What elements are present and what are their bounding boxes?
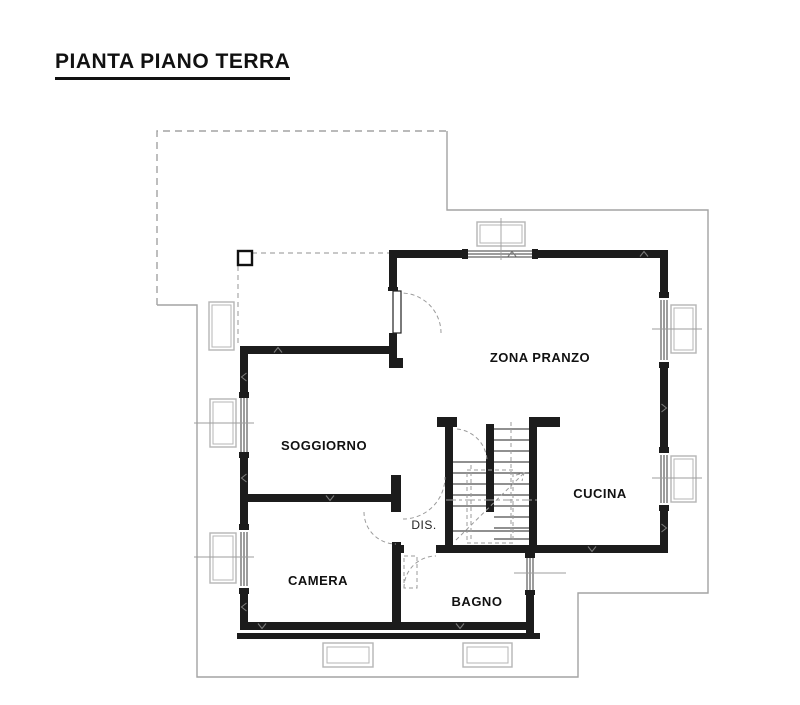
room-label-bagno: BAGNO <box>452 594 503 609</box>
room-labels: ZONA PRANZO SOGGIORNO CUCINA CAMERA BAGN… <box>281 350 627 609</box>
door-leaf <box>392 290 402 334</box>
porch-pillar <box>236 249 254 267</box>
entrance-door <box>392 290 442 334</box>
window-left-soggiorno <box>194 398 254 452</box>
window-right-cucina <box>652 455 702 503</box>
understair-dashed-outline <box>466 469 514 544</box>
room-label-soggiorno: SOGGIORNO <box>281 438 367 453</box>
walls <box>237 249 669 639</box>
room-label-cucina: CUCINA <box>573 486 627 501</box>
window-left-camera <box>194 532 254 586</box>
dis-door-swing-arc <box>402 476 446 520</box>
stair-direction-line <box>455 472 525 541</box>
window-sill <box>209 532 237 584</box>
window-sill <box>670 455 697 503</box>
window-top-zona-pranzo <box>468 218 532 260</box>
stair-direction-arrow <box>515 472 525 482</box>
porch-outline <box>236 249 389 346</box>
window-right-bagno <box>514 558 566 590</box>
camera-door-swing-arc <box>363 511 397 545</box>
door-swing-arc <box>403 555 437 589</box>
page-title: PIANTA PIANO TERRA <box>55 50 291 80</box>
room-label-camera: CAMERA <box>288 573 348 588</box>
wall-ticks <box>240 250 668 630</box>
property-boundary <box>156 130 709 678</box>
doors <box>363 290 488 589</box>
bagno-door <box>403 555 437 589</box>
door-swing-arc <box>400 292 442 334</box>
window-right-zona-pranzo <box>652 300 702 360</box>
room-label-zona-pranzo: ZONA PRANZO <box>490 350 590 365</box>
window-sill <box>208 301 235 351</box>
stair-door-swing-arc <box>456 428 488 463</box>
door-leaf <box>403 555 418 589</box>
basement-vents <box>322 642 513 668</box>
window-porch <box>208 301 235 351</box>
staircase <box>446 422 537 544</box>
room-label-dis: DIS. <box>411 518 436 532</box>
